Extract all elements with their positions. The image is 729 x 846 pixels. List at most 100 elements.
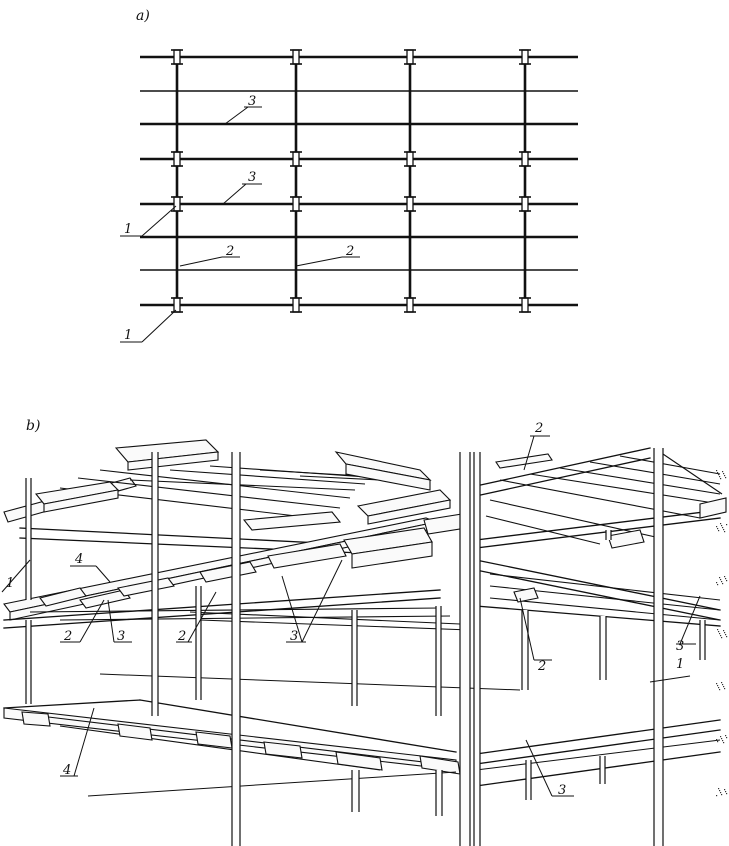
panel-a-plan-view: a) 3 3 1 2 2 1	[120, 8, 578, 343]
callout-b-3-centre: 3	[290, 629, 298, 644]
edge-speckle	[718, 687, 720, 689]
plan-column-node	[171, 49, 183, 65]
callout-b-2-right: 2	[537, 659, 546, 674]
plan-column-node	[404, 151, 416, 167]
perspective-column	[653, 448, 664, 846]
callout-a-2-left: 2	[225, 244, 234, 259]
edge-speckle	[720, 579, 722, 581]
edge-speckle	[718, 474, 720, 476]
edge-speckle	[721, 738, 723, 740]
edge-speckle	[725, 578, 727, 580]
callout-b-4-lower: 4	[62, 763, 71, 778]
perspective-column	[435, 770, 443, 816]
edge-speckle	[717, 629, 719, 631]
edge-speckle	[719, 577, 721, 579]
edge-speckle	[720, 478, 722, 480]
edge-speckle	[722, 740, 724, 742]
edge-speckle	[716, 526, 718, 528]
edge-speckle	[719, 689, 721, 691]
edge-speckle	[720, 523, 722, 525]
edge-speckle	[716, 683, 718, 685]
edge-speckle	[718, 788, 720, 790]
callout-a-2-right: 2	[345, 244, 354, 259]
perspective-column	[525, 760, 532, 800]
edge-speckle	[721, 637, 723, 639]
perspective-column	[151, 452, 159, 716]
plan-column-node	[290, 297, 302, 313]
callout-a-1-lower: 1	[124, 328, 132, 343]
edge-speckle	[725, 735, 727, 737]
edge-speckle	[726, 793, 728, 795]
perspective-column	[699, 620, 706, 660]
edge-speckle	[717, 528, 719, 530]
middle-floor-deck	[3, 513, 721, 631]
edge-speckle	[723, 473, 725, 475]
callout-b-4-upper: 4	[74, 552, 83, 567]
lower-floor-deck	[3, 673, 721, 797]
edge-speckle	[722, 583, 724, 585]
upper-floor-deck	[3, 439, 727, 554]
plan-column-node	[171, 297, 183, 313]
edge-speckle	[721, 794, 723, 796]
perspective-column	[473, 452, 481, 846]
edge-speckle	[724, 576, 726, 578]
callout-b-3-lower-left: 3	[117, 629, 125, 644]
edge-speckle	[719, 476, 721, 478]
callout-a-1-upper: 1	[124, 222, 132, 237]
edge-speckle	[726, 580, 728, 582]
perspective-column	[351, 610, 358, 706]
edge-speckle	[722, 471, 724, 473]
perspective-column	[521, 610, 529, 690]
callout-a-3-upper: 3	[248, 94, 256, 109]
perspective-column	[195, 586, 202, 700]
edge-speckle	[717, 472, 719, 474]
edge-speckle	[723, 742, 725, 744]
perspective-column	[599, 616, 607, 680]
edge-speckle	[718, 530, 720, 532]
edge-speckle	[725, 634, 727, 636]
perspective-column	[351, 770, 360, 812]
edge-speckle	[716, 795, 718, 797]
plan-column-node	[519, 49, 531, 65]
panel-a-label: a)	[136, 8, 150, 24]
callout-b-3-right: 3	[676, 639, 684, 654]
callout-b-1-left: 1	[6, 576, 14, 591]
plan-callouts: 3 3 1 2 2 1	[120, 94, 360, 343]
edge-speckle	[716, 582, 718, 584]
edge-speckle	[720, 635, 722, 637]
perspective-column	[231, 726, 241, 846]
callout-a-3-middle: 3	[248, 170, 256, 185]
panel-b-perspective-view: b)	[1, 418, 728, 846]
callout-b-1-right: 1	[676, 657, 684, 672]
edge-speckle	[726, 524, 728, 526]
plan-column-node	[404, 196, 416, 212]
plan-beam-grid	[140, 49, 578, 313]
edge-speckle	[724, 475, 726, 477]
edge-speckle	[722, 527, 724, 529]
edge-speckle	[716, 739, 718, 741]
perspective-column	[435, 606, 442, 716]
callout-b-2-lower-left: 2	[63, 629, 72, 644]
edge-speckle	[720, 736, 722, 738]
edge-speckle	[717, 584, 719, 586]
edge-speckle	[722, 684, 724, 686]
perspective-column	[25, 478, 32, 600]
perspective-column	[605, 530, 612, 540]
edge-speckle	[721, 525, 723, 527]
callout-b-2-centre: 2	[177, 629, 186, 644]
edge-speckle	[717, 741, 719, 743]
plan-column-node	[171, 151, 183, 167]
edge-speckle	[724, 789, 726, 791]
edge-speckle	[726, 737, 728, 739]
edge-speckle	[723, 686, 725, 688]
edge-speckle	[719, 790, 721, 792]
plan-column-node	[404, 49, 416, 65]
plan-column-node	[290, 151, 302, 167]
plan-column-node	[519, 196, 531, 212]
perspective-column	[459, 452, 471, 846]
plan-column-node	[404, 297, 416, 313]
edge-speckle	[719, 633, 721, 635]
edge-speckle	[724, 688, 726, 690]
edge-speckle	[721, 581, 723, 583]
